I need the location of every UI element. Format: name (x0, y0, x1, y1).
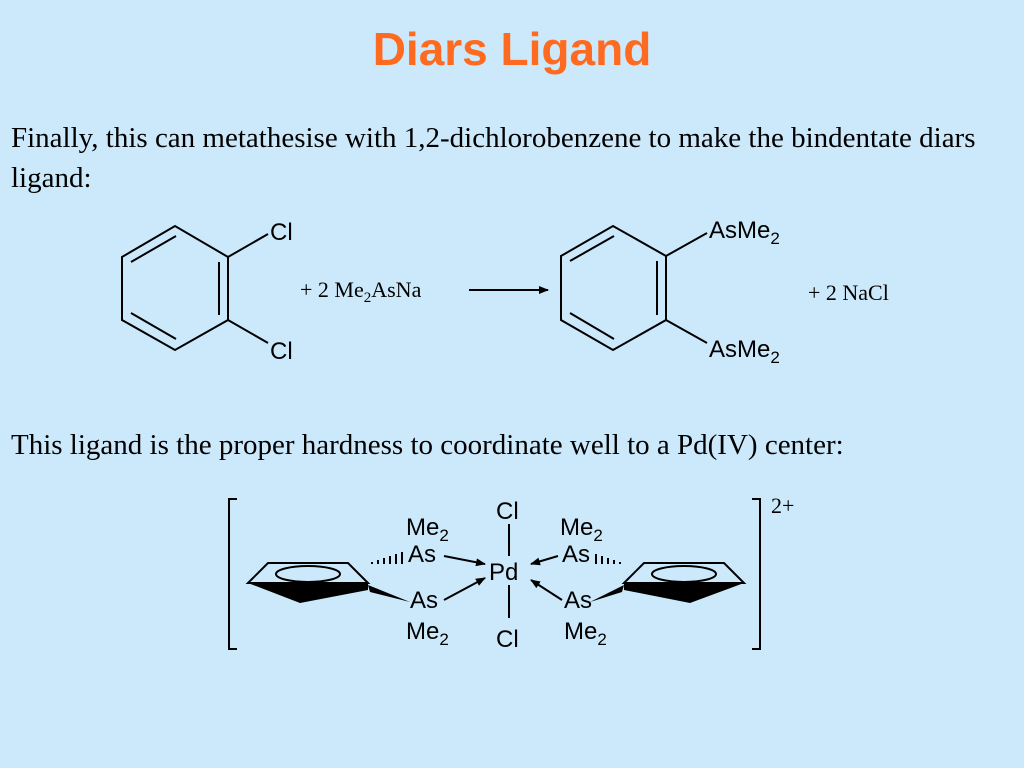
coordination-paragraph: This ligand is the proper hardness to co… (11, 429, 844, 461)
right-bracket (752, 498, 761, 650)
complex-charge: 2+ (771, 493, 794, 518)
left-chelate-ring (245, 552, 410, 603)
arsenic-label-top-right: As (562, 541, 590, 568)
dative-bond-bottom-right (530, 579, 563, 601)
product-substituent-top: AsMe2 (709, 217, 780, 248)
left-ring-wedge-bottom (248, 583, 368, 603)
left-ring-circle (275, 565, 341, 583)
intro-paragraph: Finally, this can metathesise with 1,2-d… (11, 122, 976, 194)
right-chelate-ring (590, 554, 747, 603)
right-wedge-bond (590, 585, 624, 602)
methyl-label-top-left: Me2 (406, 514, 449, 545)
benzene-ring-product (560, 224, 667, 352)
dative-bonds (443, 555, 563, 601)
axial-chloride-top: Cl (496, 498, 519, 525)
methyl-label-top-right: Me2 (560, 514, 603, 545)
axial-chloride-bottom: Cl (496, 626, 519, 653)
left-wedge-bond (368, 585, 410, 602)
reactant-substituent-top: Cl (270, 219, 293, 246)
dative-bond-top-left (443, 555, 486, 567)
arsenic-label-top-left: As (408, 541, 436, 568)
dative-bond-bottom-left (443, 577, 486, 601)
right-ring-circle (651, 565, 717, 583)
right-hashed-bond (595, 554, 621, 564)
byproduct-label: + 2 NaCl (808, 280, 889, 305)
dative-bond-top-right (530, 555, 559, 566)
left-bracket (228, 498, 237, 650)
methyl-label-bottom-right: Me2 (564, 618, 607, 649)
arsenic-label-bottom-right: As (564, 587, 592, 614)
methyl-label-bottom-left: Me2 (406, 618, 449, 649)
product-diars (560, 224, 708, 352)
square-brackets (228, 498, 761, 650)
slide-title: Diars Ligand (372, 23, 652, 75)
right-ring-wedge-bottom (624, 583, 744, 603)
reagent-label: + 2 Me2AsNa (300, 277, 422, 306)
product-substituent-bottom: AsMe2 (709, 336, 780, 367)
left-hashed-bond (371, 552, 403, 564)
reactant-dichlorobenzene (121, 224, 269, 352)
arsenic-label-bottom-left: As (410, 587, 438, 614)
palladium-center: Pd (489, 559, 518, 586)
benzene-ring-reactant (121, 224, 229, 352)
reactant-substituent-bottom: Cl (270, 338, 293, 365)
